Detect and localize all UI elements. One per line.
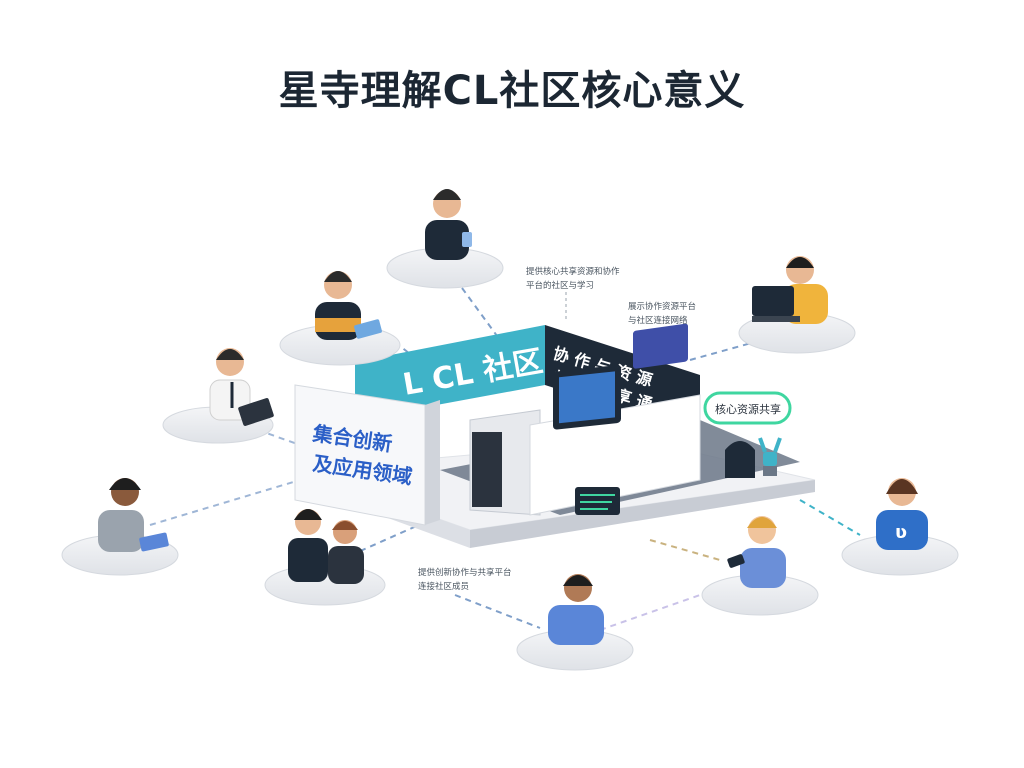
- connector-line: [689, 341, 756, 361]
- pill-sign: [703, 391, 792, 425]
- person-node: [386, 189, 504, 289]
- tablet-icon: [354, 319, 382, 339]
- person-node: ʋ: [841, 478, 959, 576]
- annotation-1-line2: 平台的社区与学习: [526, 280, 594, 291]
- person-node: [279, 271, 401, 366]
- monitor-display: [559, 371, 615, 424]
- person-node: [516, 574, 634, 671]
- tablet-icon: [139, 532, 169, 552]
- person-node: [701, 516, 819, 616]
- connector-line: [149, 479, 301, 526]
- annotations: 提供核心共享资源和协作 平台的社区与学习 展示协作资源平台 与社区连接网络 提供…: [418, 266, 696, 592]
- phone-icon: [727, 554, 745, 568]
- person-node: [162, 348, 274, 444]
- central-platform: L CL 社区 协 作 与 资 源 核 心 共 享 通 集合创新 及应用领域 核…: [294, 323, 816, 548]
- laptop-icon: [238, 398, 274, 426]
- svg-text:ʋ: ʋ: [895, 522, 907, 543]
- laptop-icon: [752, 286, 794, 316]
- annotation-1-line1: 提供核心共享资源和协作: [526, 266, 620, 277]
- server-rack: [472, 432, 502, 507]
- connector-line: [799, 499, 861, 536]
- phone-icon: [462, 232, 472, 247]
- annotation-3-line1: 提供创新协作与共享平台: [418, 567, 512, 578]
- connector-line: [649, 539, 721, 561]
- teal-banner-wall: [355, 325, 545, 420]
- robot-icon: [758, 437, 782, 476]
- page-title: 星寺理解CL社区核心意义: [278, 68, 746, 114]
- arch-doorway: [725, 441, 755, 478]
- connector-line: [454, 594, 541, 629]
- annotation-2-line1: 展示协作资源平台: [628, 301, 696, 312]
- pill-text: 核心资源共享: [715, 402, 781, 416]
- connector-line: [599, 594, 701, 631]
- connector-line: [257, 429, 301, 446]
- wall-display: [633, 323, 688, 369]
- annotation-2-line2: 与社区连接网络: [628, 315, 688, 326]
- person-node: [264, 509, 386, 606]
- left-panel-edge: [425, 400, 440, 525]
- person-nodes: ʋ: [61, 189, 959, 671]
- platform-side: [470, 480, 815, 548]
- person-node: [61, 478, 179, 576]
- connector-line: [461, 287, 501, 341]
- annotation-3-line2: 连接社区成员: [418, 581, 469, 592]
- person-node: [738, 256, 856, 354]
